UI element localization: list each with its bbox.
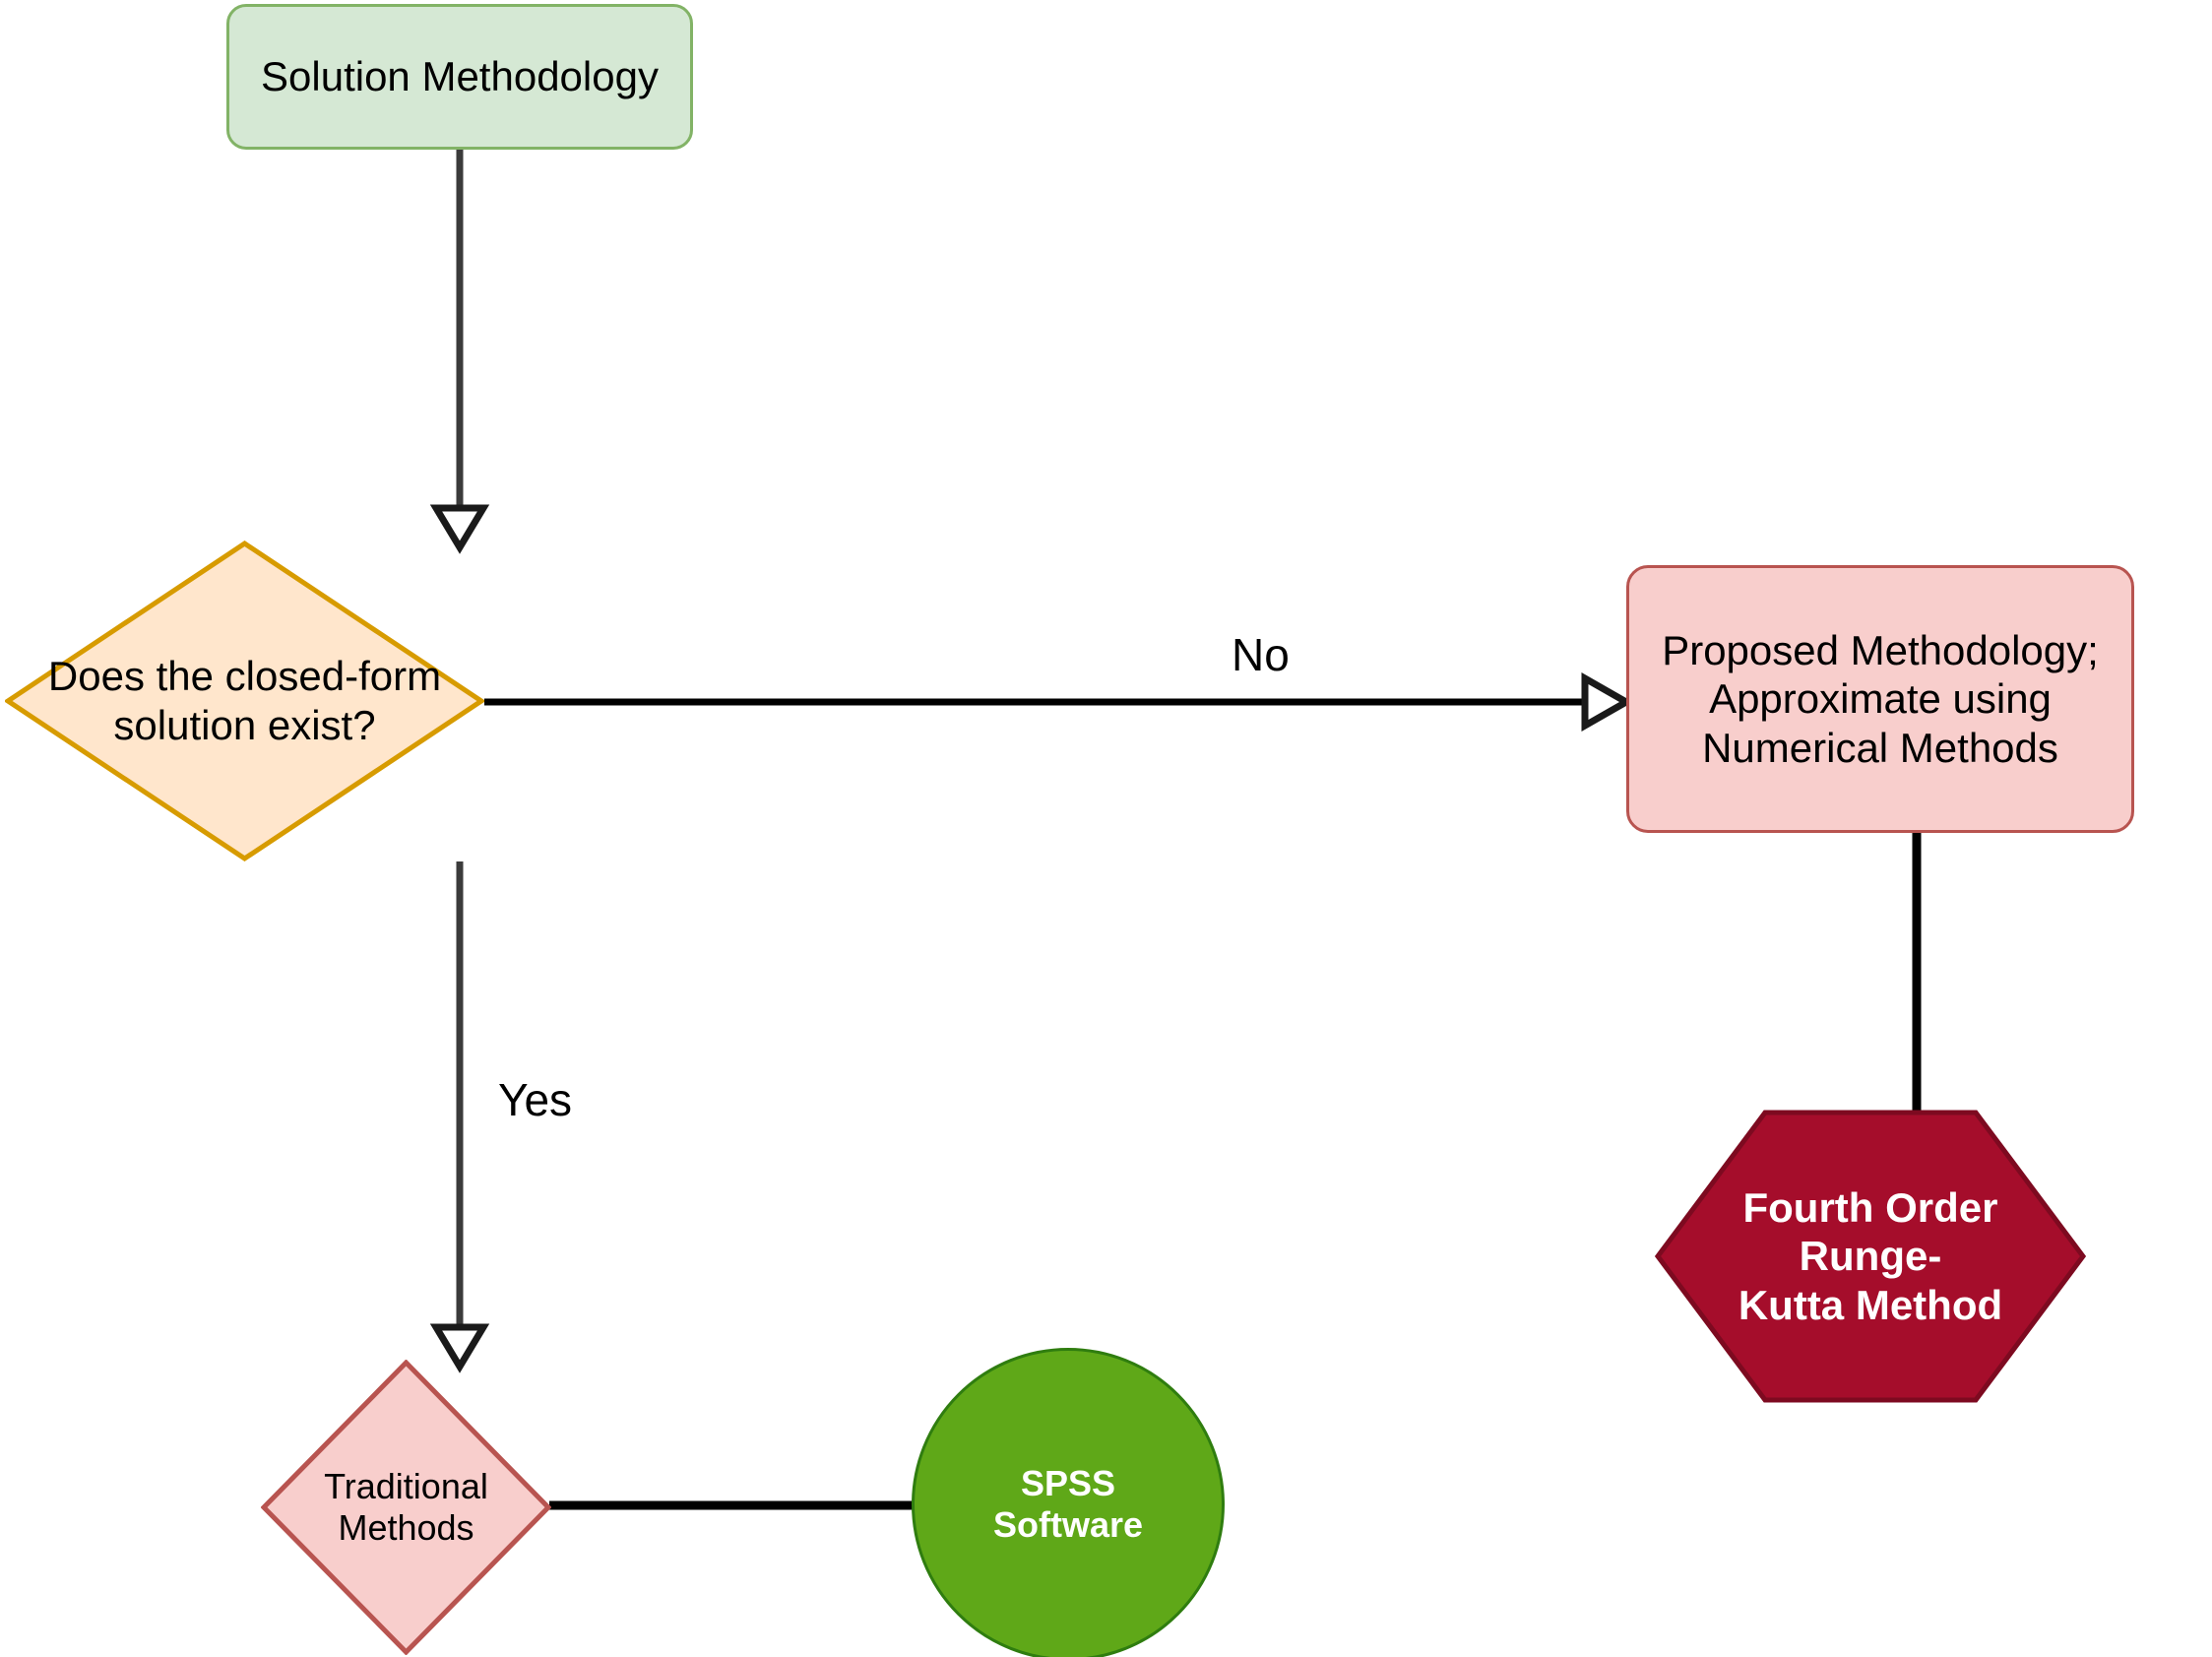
node-decision-closed-form-label: Does the closed-form solution exist?: [47, 653, 442, 748]
node-decision-closed-form[interactable]: Does the closed-form solution exist?: [5, 541, 484, 861]
node-solution-methodology[interactable]: Solution Methodology: [226, 4, 693, 150]
edge-label-yes: Yes: [492, 1073, 579, 1126]
hexagon-shape-runge-kutta: [1655, 1110, 2086, 1403]
node-traditional-methods-label: Traditional Methods: [324, 1465, 488, 1548]
node-traditional-methods[interactable]: Traditional Methods: [261, 1360, 551, 1655]
node-proposed-methodology[interactable]: Proposed Methodology; Approximate using …: [1626, 565, 2134, 833]
arrowhead-open-triangle-down-2: [429, 1323, 490, 1373]
diamond-shape-traditional: [261, 1360, 551, 1655]
node-solution-methodology-label: Solution Methodology: [261, 53, 659, 100]
diamond-shape-decision: [5, 541, 484, 861]
edge-start-to-decision: [429, 150, 490, 554]
edge-label-no: No: [1226, 628, 1296, 681]
node-runge-kutta-label: Fourth Order Runge- Kutta Method: [1738, 1183, 2003, 1328]
arrowhead-open-triangle-right: [1581, 671, 1634, 733]
node-proposed-methodology-label: Proposed Methodology; Approximate using …: [1662, 626, 2099, 771]
edge-decision-to-traditional: [429, 861, 490, 1373]
node-spss-software[interactable]: SPSS Software: [912, 1348, 1225, 1657]
arrowhead-open-triangle-down: [429, 504, 490, 554]
edge-decision-to-proposed: [484, 671, 1634, 733]
node-runge-kutta[interactable]: Fourth Order Runge- Kutta Method: [1655, 1110, 2086, 1403]
node-spss-software-label: SPSS Software: [992, 1462, 1144, 1545]
